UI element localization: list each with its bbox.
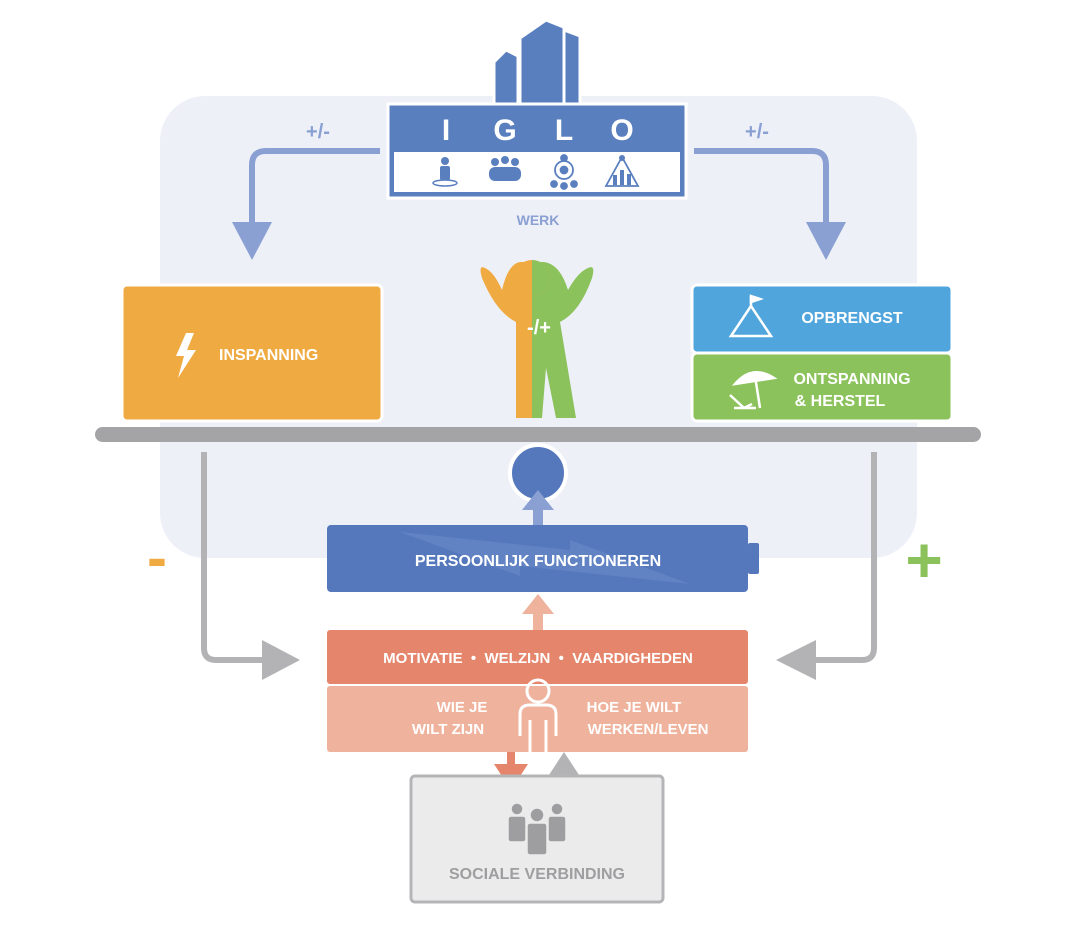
right-top-arrow: [694, 148, 846, 260]
right-gray-arrow: [776, 452, 877, 680]
group-icon: [489, 156, 521, 181]
herstel-label: & HERSTEL: [795, 393, 886, 410]
inspanning-label: INSPANNING: [219, 347, 318, 364]
sociale-label: SOCIALE VERBINDING: [449, 866, 625, 883]
motivatie-up-arrow: [522, 594, 554, 632]
ontspanning-box: ONTSPANNING & HERSTEL: [690, 351, 954, 423]
person-figure: -/+: [480, 260, 594, 418]
minus-sign: -: [147, 524, 167, 591]
beach-chair-icon: [729, 371, 778, 410]
iglo-letter-l: L: [555, 114, 573, 147]
hoe-je-line2: WERKEN/LEVEN: [588, 721, 709, 738]
individual-icon: [432, 157, 458, 187]
wie-je-line1: WIE JE: [437, 699, 488, 716]
iglo-letter-g: G: [493, 114, 516, 147]
mountain-flag-icon: [728, 294, 774, 338]
wie-je-line2: WILT ZIJN: [412, 721, 484, 738]
buildings-icon: [492, 18, 582, 106]
iglo-letter-o: O: [610, 114, 633, 147]
left-gray-arrow: [201, 452, 300, 680]
hoe-je-line1: HOE JE WILT: [587, 699, 682, 716]
plus-sign: +: [905, 524, 942, 596]
ontspanning-label: ONTSPANNING: [793, 371, 910, 388]
inspanning-box: INSPANNING: [120, 283, 384, 423]
opbrengst-label: OPBRENGST: [801, 310, 903, 327]
left-top-arrow: [232, 148, 380, 260]
werk-caption: WERK: [517, 212, 560, 228]
sociale-box: SOCIALE VERBINDING: [409, 774, 665, 904]
person-label: -/+: [527, 317, 551, 339]
person-outline-icon: [518, 678, 558, 752]
motivatie-label: MOTIVATIE • WELZIJN • VAARDIGHEDEN: [383, 650, 693, 667]
left-arrow-label: +/-: [306, 121, 330, 143]
opbrengst-box: OPBRENGST: [690, 283, 954, 355]
iglo-letter-i: I: [442, 114, 450, 147]
iglo-box: I G L O: [386, 102, 688, 200]
functioneren-up-arrow: [522, 490, 554, 528]
functioneren-battery: PERSOONLIJK FUNCTIONEREN: [327, 525, 759, 592]
right-arrow-label: +/-: [745, 121, 769, 143]
people-icon: [507, 802, 567, 856]
lightning-icon: [176, 333, 196, 378]
identity-box: WIE JE WILT ZIJN HOE JE WILT WERKEN/LEVE…: [327, 678, 748, 752]
organisation-chart-icon: [604, 155, 640, 187]
motivatie-bar: MOTIVATIE • WELZIJN • VAARDIGHEDEN: [327, 630, 748, 684]
network-icon: [550, 154, 578, 190]
functioneren-label: PERSOONLIJK FUNCTIONEREN: [415, 553, 661, 570]
balance-beam: [95, 427, 981, 442]
